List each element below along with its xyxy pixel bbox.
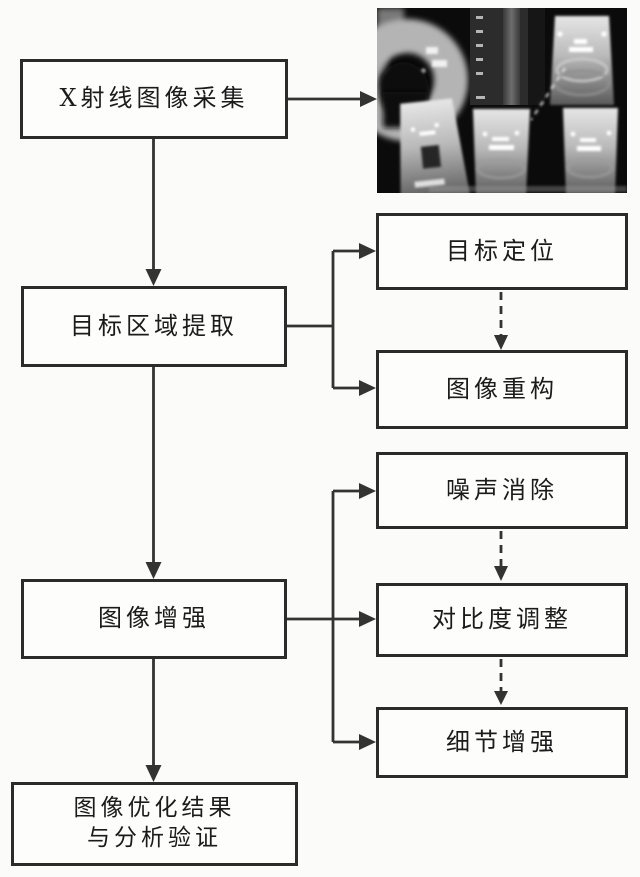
xray-scan-image [377, 8, 627, 193]
node-target-localization-label: 目标定位 [446, 236, 558, 265]
photo-vial-bottom-middle [473, 109, 530, 193]
photo-vial-top-right [550, 16, 614, 105]
arrowhead-down-3 [145, 765, 162, 782]
arrowhead-localization [359, 243, 376, 259]
arrowhead-detail [359, 734, 376, 750]
node-detail-enhancement-label: 细节增强 [446, 727, 558, 756]
arrowhead-dashed-1 [494, 335, 508, 350]
node-target-localization: 目标定位 [376, 213, 628, 290]
node-noise-removal-label: 噪声消除 [446, 475, 558, 504]
arrowhead-photo [360, 91, 377, 107]
node-contrast-adjustment-label: 对比度调整 [432, 605, 572, 634]
node-detail-enhancement: 细节增强 [376, 707, 628, 778]
photo-vial-bottom-left [400, 98, 471, 193]
node-image-enhancement-label: 图像增强 [98, 604, 210, 633]
node-optimization-result-label-line2: 与分析验证 [87, 825, 222, 851]
node-noise-removal: 噪声消除 [376, 452, 628, 529]
node-image-reconstruction: 图像重构 [376, 350, 628, 429]
arrowhead-dashed-2 [494, 566, 508, 581]
arrowhead-contrast [359, 611, 376, 627]
node-contrast-adjustment: 对比度调整 [376, 583, 628, 657]
photo-vial-bottom-right [563, 108, 618, 193]
arrowhead-down-1 [145, 269, 162, 286]
arrowhead-dashed-3 [494, 691, 508, 705]
node-region-extraction: 目标区域提取 [21, 286, 287, 367]
arrowhead-down-2 [145, 562, 162, 579]
arrowhead-reconstruction [359, 380, 376, 396]
node-optimization-result-label-line1: 图像优化结果 [73, 795, 236, 822]
node-image-reconstruction-label: 图像重构 [446, 374, 558, 403]
node-image-enhancement: 图像增强 [21, 579, 287, 659]
node-region-extraction-label: 目标区域提取 [70, 311, 238, 340]
node-xray-acquisition: X射线图像采集 [20, 59, 288, 139]
node-optimization-result: 图像优化结果 与分析验证 [11, 782, 298, 866]
node-xray-acquisition-label: X射线图像采集 [59, 84, 249, 113]
arrowhead-noise [359, 483, 376, 499]
